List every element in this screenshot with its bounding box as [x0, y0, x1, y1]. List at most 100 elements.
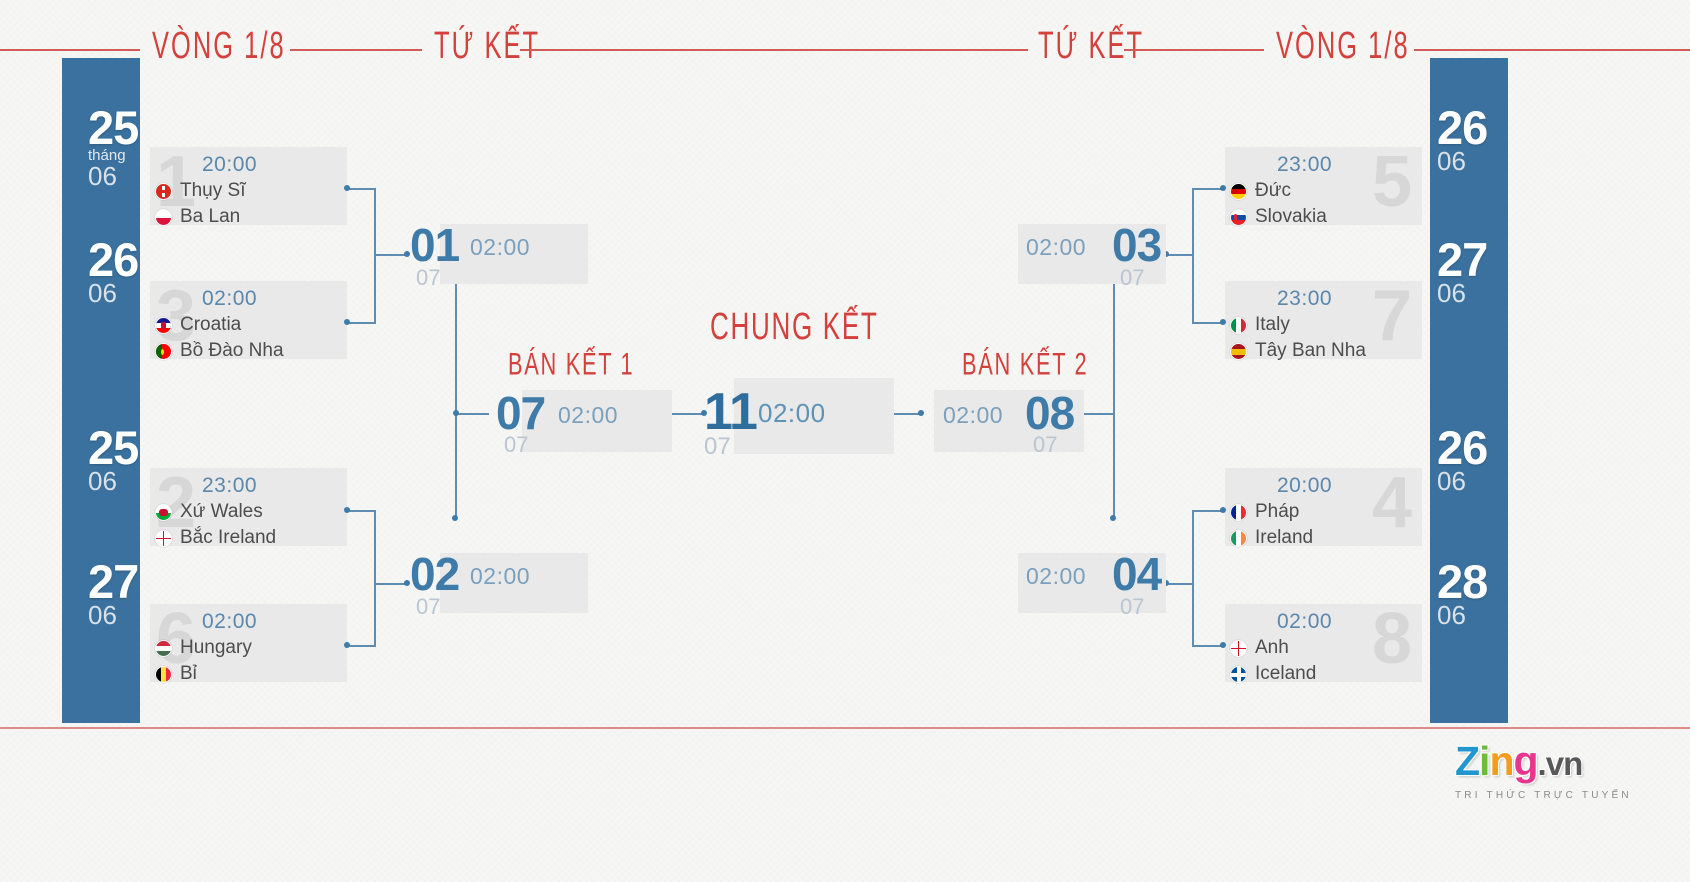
node-box: [734, 378, 894, 454]
connector: [1192, 322, 1224, 324]
match-time: 02:00: [202, 287, 258, 310]
date-right-1: 26 06: [1437, 101, 1488, 176]
team-name: Ireland: [1255, 527, 1314, 548]
date-month-word: tháng: [88, 147, 126, 164]
date-month: 06: [88, 278, 117, 308]
connector-dot: [1220, 642, 1226, 648]
team-name: Đức: [1255, 180, 1291, 201]
match-card-7[interactable]: 7 23:00 Italy Tây Ban Nha: [1225, 277, 1422, 362]
match-card-4[interactable]: 4 20:00 Pháp Ireland: [1225, 464, 1422, 549]
node-box: [440, 224, 588, 284]
flag-croatia-icon: [155, 317, 172, 334]
connector: [348, 510, 376, 512]
date-day: 26: [88, 233, 139, 286]
header-rule-2: [290, 49, 422, 51]
flag-northern-ireland-icon: [155, 530, 172, 547]
connector-dot: [1163, 580, 1169, 586]
zing-domain: .vn: [1537, 745, 1584, 782]
zing-wordmark: Zing.vn: [1455, 737, 1655, 788]
node-time: 02:00: [1026, 234, 1087, 260]
date-month: 06: [88, 600, 117, 630]
connector-dot: [1110, 515, 1116, 521]
date-month: 06: [1437, 278, 1466, 308]
connector: [1192, 510, 1194, 646]
semifinal-1-label: BÁN KẾT 1: [508, 345, 635, 382]
match-card-5[interactable]: 5 23:00 Đức Slovakia: [1225, 143, 1422, 227]
node-month: 07: [1033, 432, 1058, 457]
match-time: 23:00: [202, 474, 258, 497]
match-card-8[interactable]: 8 02:00 Anh Iceland: [1225, 600, 1422, 685]
match-card-2[interactable]: 2 23:00 Xứ Wales Bắc Ireland: [150, 464, 347, 548]
header-rule-4: [1124, 49, 1264, 51]
semifinal-2-label: BÁN KẾT 2: [962, 345, 1089, 382]
zing-letter-z: Z: [1455, 738, 1480, 784]
match-card-1[interactable]: 1 20:00 Thụy Sĩ Ba Lan: [150, 143, 347, 228]
team-name: Croatia: [180, 314, 242, 335]
team-name: Hungary: [180, 637, 252, 658]
node-time: 02:00: [1026, 563, 1087, 589]
flag-ireland-icon: [1230, 530, 1247, 547]
match-number: 8: [1371, 599, 1412, 679]
flag-poland-icon: [155, 209, 172, 226]
match-team-1: Xứ Wales: [155, 501, 263, 523]
date-left-2: 26 06: [88, 233, 139, 308]
node-month: 07: [1120, 265, 1145, 290]
connector: [1192, 510, 1224, 512]
match-time: 02:00: [1277, 610, 1333, 633]
team-name: Tây Ban Nha: [1255, 340, 1366, 361]
connector: [1192, 645, 1224, 647]
connector: [455, 278, 457, 518]
date-month: 06: [1437, 146, 1466, 176]
match-time: 23:00: [1277, 153, 1333, 176]
match-team-2: Iceland: [1230, 663, 1316, 685]
date-day: 26: [1437, 421, 1488, 474]
node-month: 07: [1120, 594, 1145, 619]
header-label-quarter-left: TỨ KẾT: [434, 24, 541, 67]
flag-spain-icon: [1230, 343, 1247, 360]
node-time: 02:00: [470, 563, 531, 589]
flag-italy-icon: [1230, 317, 1247, 334]
node-time: 02:00: [943, 402, 1004, 428]
node-day: 07: [496, 387, 546, 439]
team-name: Pháp: [1255, 501, 1300, 522]
zing-letter-g: g: [1513, 738, 1539, 784]
connector: [1079, 413, 1113, 415]
connector-dot: [1163, 251, 1169, 257]
node-day: 03: [1112, 219, 1162, 271]
match-team-2: Tây Ban Nha: [1230, 340, 1366, 362]
connector: [1113, 278, 1115, 518]
node-month: 07: [504, 432, 529, 457]
zing-logo[interactable]: Zing.vn TRI THỨC TRỰC TUYẾN: [1455, 737, 1655, 801]
node-month: 07: [704, 433, 731, 460]
node-time: 02:00: [558, 402, 619, 428]
connector: [374, 254, 408, 256]
connector: [348, 645, 376, 647]
match-team-2: Ireland: [1230, 527, 1314, 549]
date-day: 28: [1437, 555, 1488, 608]
match-number: 3: [156, 276, 197, 356]
team-name: Italy: [1255, 314, 1290, 335]
header-rule-1: [0, 49, 140, 51]
header-label-quarter-right: TỨ KẾT: [1038, 24, 1145, 67]
match-number: 4: [1371, 463, 1412, 543]
date-month: 06: [1437, 466, 1466, 496]
connector: [348, 322, 376, 324]
flag-hungary-icon: [155, 640, 172, 657]
node-day: 02: [410, 548, 460, 600]
match-team-1: Thụy Sĩ: [155, 180, 245, 202]
date-left-4: 27 06: [88, 558, 139, 630]
team-name: Bồ Đào Nha: [180, 340, 284, 361]
zing-letter-i: i: [1479, 738, 1490, 784]
connector: [1192, 188, 1194, 324]
date-left-1: 25 tháng 06: [88, 104, 139, 189]
node-day: 11: [704, 383, 758, 441]
connector-dot: [344, 507, 350, 513]
match-team-2: Ba Lan: [155, 206, 240, 228]
match-card-6[interactable]: 6 02:00 Hungary Bỉ: [150, 600, 347, 684]
match-number: 6: [156, 599, 197, 679]
match-team-1: Anh: [1230, 637, 1289, 659]
zing-letter-n: n: [1489, 738, 1514, 784]
date-day: 26: [1437, 101, 1488, 154]
match-card-3[interactable]: 3 02:00 Croatia Bồ Đào Nha: [150, 277, 347, 361]
match-team-1: Pháp: [1230, 501, 1300, 523]
